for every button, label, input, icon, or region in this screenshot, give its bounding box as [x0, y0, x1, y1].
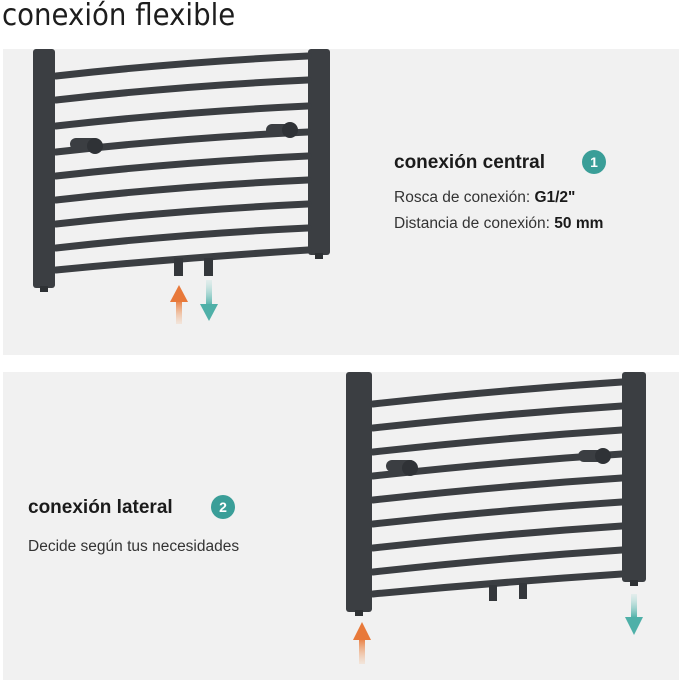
page-title: conexión flexible: [2, 0, 236, 33]
lateral-connection-panel: [3, 372, 679, 680]
connector-pipe: [204, 258, 213, 276]
connector-pipe: [174, 258, 183, 276]
radiator-knob-right: [595, 448, 611, 464]
thread-value: G1/2": [534, 189, 576, 206]
radiator-right-post: [622, 372, 646, 582]
radiator-left-post: [33, 49, 55, 288]
radiator-knob-left: [402, 460, 418, 476]
radiator-right-foot: [630, 580, 638, 586]
radiator-left-foot: [40, 286, 48, 292]
lateral-description: Decide según tus necesidades: [28, 538, 240, 555]
outflow-arrow-icon: [200, 280, 218, 321]
distance-value: 50 mm: [554, 215, 604, 232]
radiator-left-post: [346, 372, 372, 612]
radiator-bars: [369, 378, 626, 598]
central-heading: conexión central: [394, 152, 545, 173]
thread-spec: Rosca de conexión: G1/2": [394, 189, 575, 207]
radiator-right-foot: [315, 253, 323, 259]
inflow-arrow-icon: [170, 285, 188, 324]
connector-pipe: [489, 585, 497, 601]
radiator-knob-left: [87, 138, 103, 154]
thread-label: Rosca de conexión:: [394, 189, 535, 206]
distance-spec: Distancia de conexión: 50 mm: [394, 215, 603, 233]
lateral-badge: 2: [211, 495, 235, 519]
connector-pipe: [519, 583, 527, 599]
lateral-heading: conexión lateral: [28, 497, 173, 518]
outflow-arrow-icon: [625, 594, 643, 635]
central-badge: 1: [582, 150, 606, 174]
distance-label: Distancia de conexión:: [394, 215, 555, 232]
central-connection-panel: [3, 49, 679, 355]
radiator-left-foot: [355, 610, 363, 616]
radiator-knob-right: [282, 122, 298, 138]
inflow-arrow-icon: [353, 622, 371, 664]
radiator-right-post: [308, 49, 330, 255]
